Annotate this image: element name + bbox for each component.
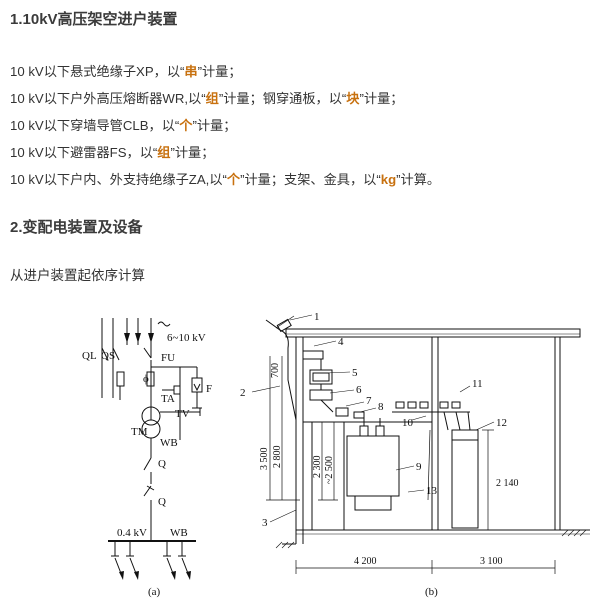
voltage-label: 6~10 kV <box>167 332 206 344</box>
wb-label: WB <box>170 527 188 539</box>
dim-3100: 3 100 <box>480 556 503 567</box>
dim-2500: ~2 500 <box>324 456 335 484</box>
callout-4: 4 <box>338 336 344 348</box>
list-item: 10 kV以下户外高压熔断器WR,以“组”计量；钢穿通板，以“块”计量； <box>10 91 404 106</box>
caption-b: (b) <box>425 586 438 598</box>
callout-12: 12 <box>496 417 507 429</box>
list-item: 10 kV以下避雷器FS，以“组”计量； <box>10 145 215 160</box>
callout-9: 9 <box>416 461 422 473</box>
wb-label: WB <box>160 437 178 449</box>
callout-11: 11 <box>472 378 483 390</box>
lv-voltage-label: 0.4 kV <box>117 527 147 539</box>
dim-2800: 2 800 <box>272 446 283 469</box>
tv-label: TV <box>175 408 190 420</box>
list-item: 10 kV以下户内、外支持绝缘子ZA,以“个”计量；支架、金具，以“kg”计算。 <box>10 172 441 187</box>
ground-hatch <box>275 529 587 549</box>
fu-label: FU <box>161 352 175 364</box>
q-label: Q <box>158 458 166 470</box>
dimension-lines <box>266 356 556 574</box>
caption-a: (a) <box>148 586 161 598</box>
intro-text: 从进户装置起依序计算 <box>10 268 145 283</box>
dim-2300: 2 300 <box>312 456 323 479</box>
dim-2140: 2 140 <box>496 478 519 489</box>
callout-7: 7 <box>366 395 372 407</box>
callout-10: 10 <box>402 417 414 429</box>
diagram-a-wiring: 6~10 kV QL QS FU ϕ TA TV F TM WB Q Q 0.4… <box>82 318 212 598</box>
callout-8: 8 <box>378 401 384 413</box>
diagram-b-section: 1 2 3 4 5 6 7 8 9 10 11 12 13 700 3 500 … <box>240 311 590 598</box>
section-1-title: 1.10kV高压架空进户装置 <box>10 11 178 28</box>
f-label: F <box>206 383 212 395</box>
phi-label: ϕ <box>143 373 149 385</box>
callout-3: 3 <box>262 517 268 529</box>
dim-4200: 4 200 <box>354 556 377 567</box>
callout-2: 2 <box>240 387 246 399</box>
list-item: 10 kV以下悬式绝缘子XP，以“串”计量； <box>10 64 242 79</box>
q-label: Q <box>158 496 166 508</box>
ql-label: QL <box>82 350 97 362</box>
callout-5: 5 <box>352 367 358 379</box>
qs-label: QS <box>101 350 115 362</box>
dim-3500: 3 500 <box>259 448 270 471</box>
section-2-title: 2.变配电装置及设备 <box>10 219 143 236</box>
callout-leaders <box>251 314 495 523</box>
callout-1: 1 <box>314 311 320 323</box>
list-item: 10 kV以下穿墙导管CLB，以“个”计量； <box>10 118 237 133</box>
dim-700: 700 <box>270 363 281 378</box>
ta-label: TA <box>161 393 175 405</box>
tm-label: TM <box>131 426 148 438</box>
callout-13: 13 <box>426 485 438 497</box>
outgoing-feeders <box>111 541 191 580</box>
callout-6: 6 <box>356 384 362 396</box>
